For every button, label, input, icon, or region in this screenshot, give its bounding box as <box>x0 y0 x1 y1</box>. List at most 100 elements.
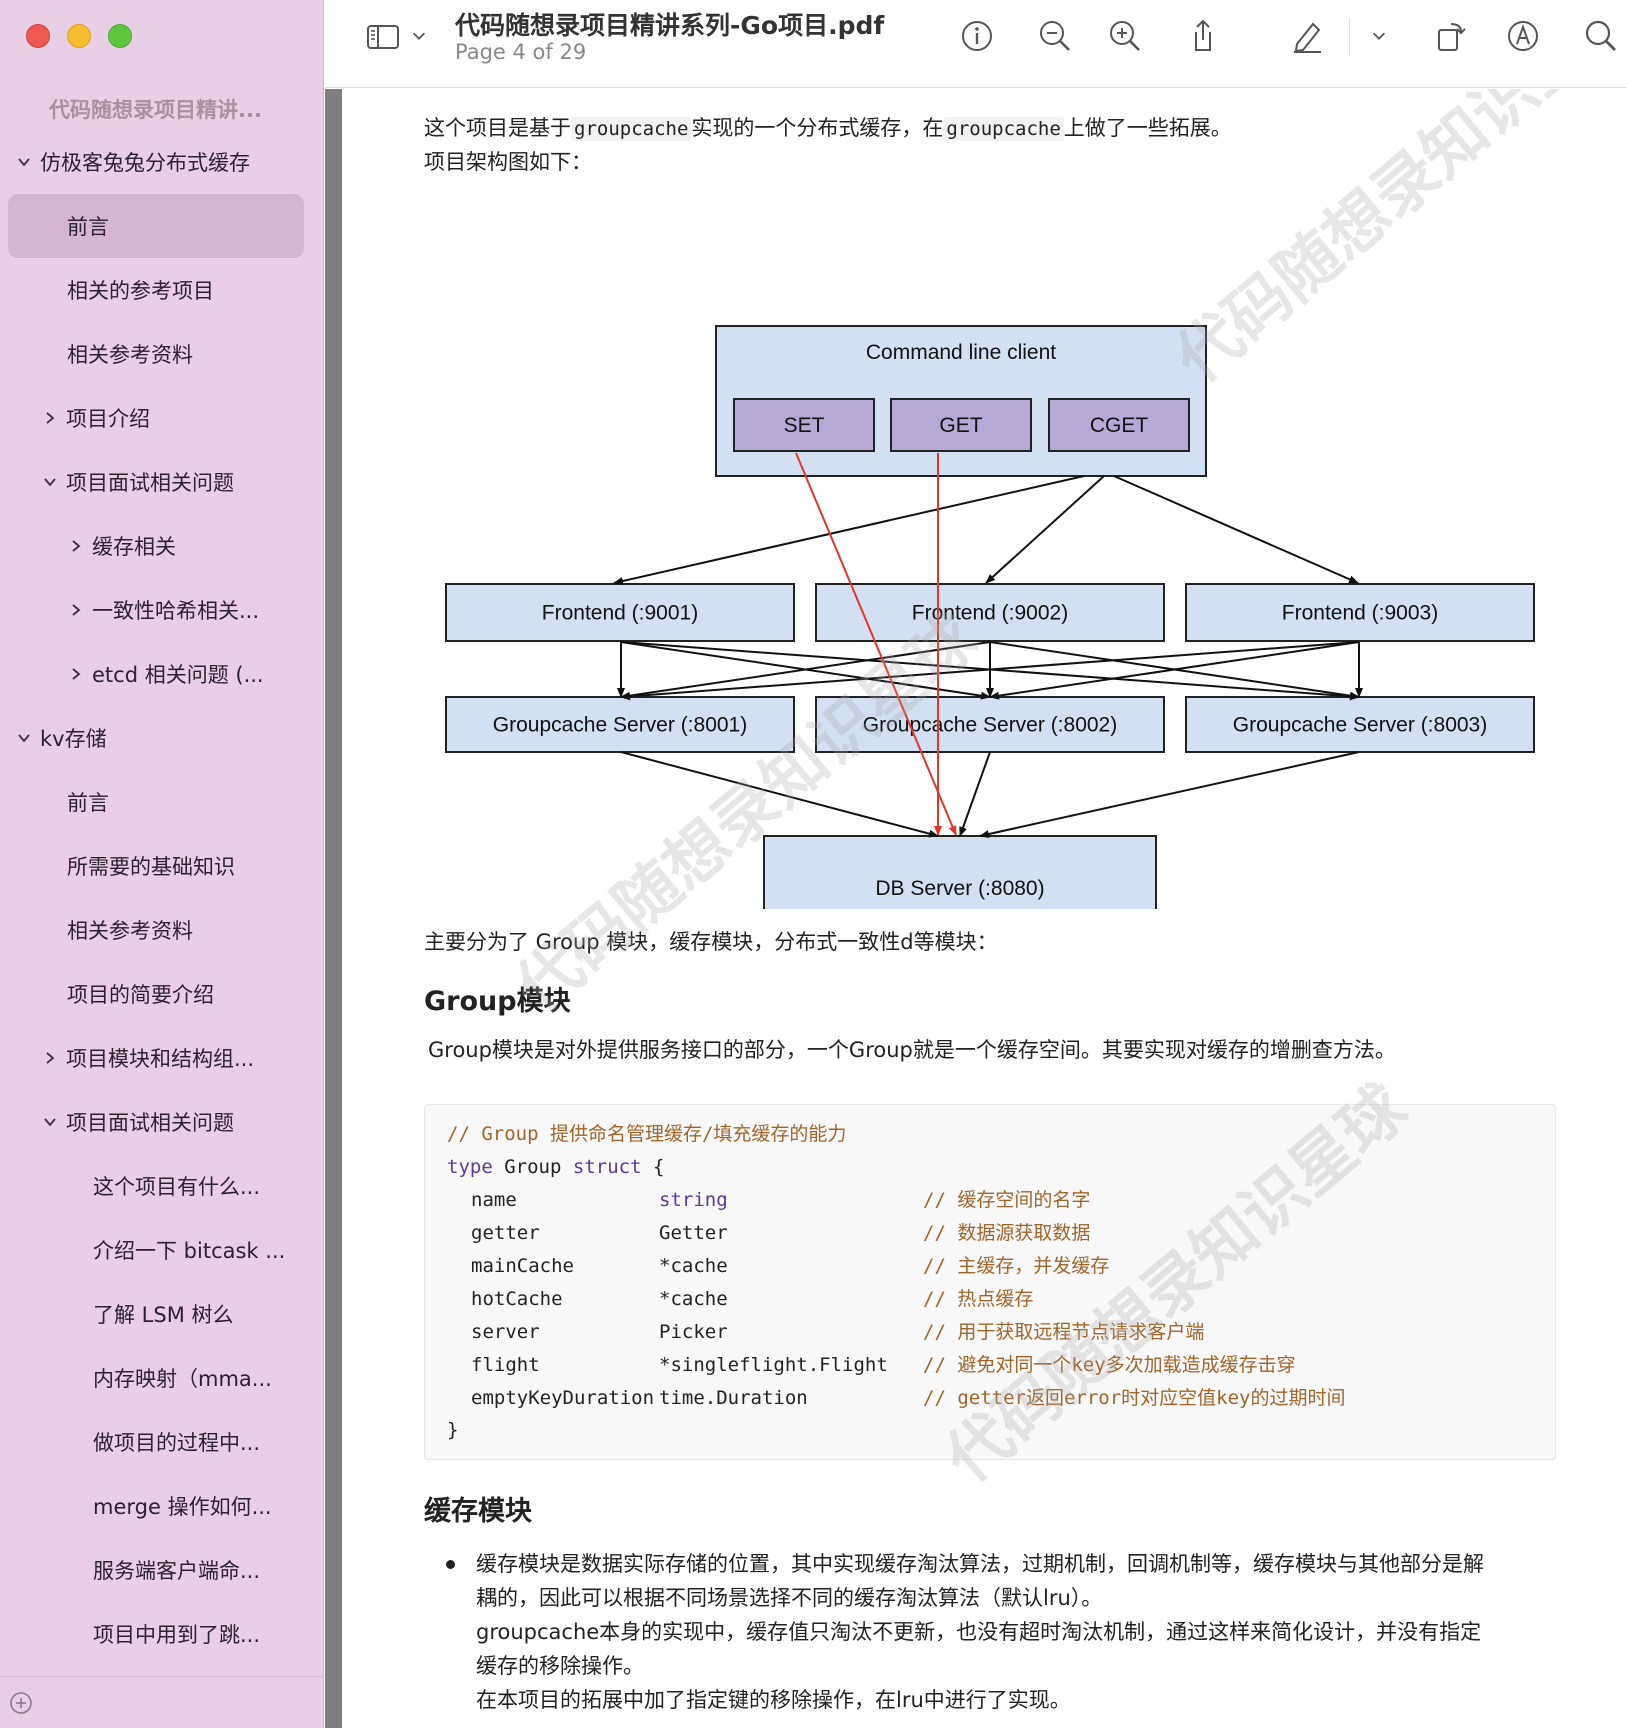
code-field-name: emptyKeyDuration <box>471 1387 655 1409</box>
chevron-down-icon[interactable] <box>40 1112 60 1132</box>
zoom-window-button[interactable] <box>108 24 132 48</box>
code-block[interactable]: // Group 提供命名管理缓存/填充缓存的能力 type Group str… <box>424 1104 1556 1460</box>
chevron-down-icon[interactable] <box>14 728 34 748</box>
inline-code: groupcache <box>943 117 1064 141</box>
chevron-right-icon[interactable] <box>66 536 86 556</box>
sidebar-item-label: 前言 <box>67 791 109 815</box>
sidebar-item-label: 内存映射（mma... <box>93 1367 272 1391</box>
code-field-type: *cache <box>659 1288 728 1310</box>
sidebar-item-label: 服务端客户端命... <box>93 1559 261 1583</box>
page-indicator: Page 4 of 29 <box>455 40 587 64</box>
sidebar-toggle-icon[interactable] <box>361 16 405 56</box>
bullet-text-line: 耦的，因此可以根据不同场景选择不同的缓存淘汰算法（默认lru）。 <box>476 1586 1103 1610</box>
minimize-window-button[interactable] <box>67 24 91 48</box>
toolbar-divider <box>1349 18 1350 56</box>
sidebar-item[interactable]: 项目面试相关问题 <box>0 450 323 514</box>
chevron-right-icon[interactable] <box>66 600 86 620</box>
sidebar-item[interactable]: 项目模块和结构组... <box>0 1026 323 1090</box>
groupcache-server-1-box <box>445 696 795 753</box>
chevron-right-icon[interactable] <box>66 664 86 684</box>
command-set-label: SET <box>784 414 825 437</box>
chevron-down-icon[interactable] <box>40 472 60 492</box>
db-server-label: DB Server (:8080) <box>875 877 1044 900</box>
markup-icon[interactable] <box>1503 16 1543 56</box>
sidebar-item[interactable]: 缓存相关 <box>0 514 323 578</box>
close-window-button[interactable] <box>26 24 50 48</box>
sidebar: 代码随想录项目精讲... 仿极客兔兔分布式缓存前言相关的参考项目相关参考资料项目… <box>0 0 324 1728</box>
groupcache-server-3-box <box>1185 696 1535 753</box>
client-to-frontend-arrows <box>613 475 1359 585</box>
sidebar-item[interactable]: 服务端客户端命... <box>0 1538 323 1602</box>
bullet-text-line: 缓存模块是数据实际存储的位置，其中实现缓存淘汰算法，过期机制，回调机制等，缓存模… <box>476 1552 1484 1576</box>
sidebar-item[interactable]: 仿极客兔兔分布式缓存 <box>0 130 323 194</box>
code-keyword: struct <box>572 1156 642 1178</box>
sidebar-document-title: 代码随想录项目精讲... <box>49 98 262 122</box>
code-struct-line: type Group struct { <box>447 1152 664 1182</box>
sidebar-item-label: 相关的参考项目 <box>67 279 214 303</box>
code-field-line: hotCache *cache // 热点缓存 <box>447 1284 1033 1314</box>
sidebar-item[interactable]: 相关参考资料 <box>0 322 323 386</box>
sidebar-item[interactable]: 项目中用到了跳... <box>0 1602 323 1666</box>
share-icon[interactable] <box>1183 16 1223 56</box>
sidebar-item[interactable]: merge 操作如何... <box>0 1474 323 1538</box>
sidebar-item[interactable]: 这个项目有什么... <box>0 1154 323 1218</box>
chevron-down-icon[interactable] <box>1367 16 1391 56</box>
code-field-comment: // getter返回error时对应空值key的过期时间 <box>923 1387 1346 1409</box>
sidebar-item[interactable]: 相关参考资料 <box>0 898 323 962</box>
arrow-client-frontend-1 <box>613 475 1085 585</box>
code-field-comment: // 缓存空间的名字 <box>923 1189 1091 1211</box>
sidebar-item[interactable]: 了解 LSM 树么 <box>0 1282 323 1346</box>
sidebar-item[interactable]: 项目的简要介绍 <box>0 962 323 1026</box>
code-field-type: Picker <box>659 1321 728 1343</box>
sidebar-item-label: 项目面试相关问题 <box>66 1111 234 1135</box>
info-icon[interactable] <box>957 16 997 56</box>
groupcache-server-2-box <box>815 696 1165 753</box>
code-struct-name: Group <box>504 1156 562 1178</box>
sidebar-item-label: kv存储 <box>40 727 107 751</box>
sidebar-item[interactable]: 前言 <box>0 194 323 258</box>
sidebar-item[interactable]: kv存储 <box>0 706 323 770</box>
sidebar-item[interactable]: 项目介绍 <box>0 386 323 450</box>
sidebar-item[interactable]: 一致性哈希相关... <box>0 578 323 642</box>
code-brace: { <box>652 1156 665 1178</box>
chevron-down-icon[interactable] <box>409 16 429 56</box>
sidebar-item[interactable]: 内存映射（mma... <box>0 1346 323 1410</box>
code-field-line: mainCache*cache// 主缓存，并发缓存 <box>447 1251 1109 1281</box>
rotate-icon[interactable] <box>1431 16 1471 56</box>
frontend-1-label: Frontend (:9001) <box>542 602 698 625</box>
list-item: 缓存模块是数据实际存储的位置，其中实现缓存淘汰算法，过期机制，回调机制等，缓存模… <box>444 1547 1564 1717</box>
arrow-gs3-db <box>979 751 1360 838</box>
code-field-comment: // 用于获取远程节点请求客户端 <box>923 1321 1205 1343</box>
chevron-right-icon[interactable] <box>40 408 60 428</box>
sidebar-item-label: 项目模块和结构组... <box>66 1047 255 1071</box>
toolbar: 代码随想录项目精讲系列-Go项目.pdf Page 4 of 29 <box>325 0 1626 88</box>
sidebar-item[interactable]: etcd 相关问题 (... <box>0 642 323 706</box>
outline-list: 仿极客兔兔分布式缓存前言相关的参考项目相关参考资料项目介绍项目面试相关问题缓存相… <box>0 130 323 1666</box>
chevron-down-icon[interactable] <box>14 152 34 172</box>
sidebar-item[interactable]: 项目面试相关问题 <box>0 1090 323 1154</box>
sidebar-item[interactable]: 所需要的基础知识 <box>0 834 323 898</box>
sidebar-item[interactable]: 介绍一下 bitcask ... <box>0 1218 323 1282</box>
frontend-1-box <box>445 583 795 642</box>
cache-heading: 缓存模块 <box>424 1496 532 1527</box>
zoom-out-icon[interactable] <box>1035 16 1075 56</box>
sidebar-item[interactable]: 前言 <box>0 770 323 834</box>
add-icon[interactable] <box>9 1691 33 1715</box>
sidebar-item-label: 这个项目有什么... <box>93 1175 261 1199</box>
search-icon[interactable] <box>1581 16 1621 56</box>
sidebar-item[interactable]: 相关的参考项目 <box>0 258 323 322</box>
zoom-in-icon[interactable] <box>1105 16 1145 56</box>
group-description: Group模块是对外提供服务接口的部分，一个Group就是一个缓存空间。其要实现… <box>428 1038 1396 1062</box>
highlight-pen-icon[interactable] <box>1287 16 1327 56</box>
code-field-comment: // 热点缓存 <box>923 1288 1034 1310</box>
sidebar-item[interactable]: 做项目的过程中... <box>0 1410 323 1474</box>
code-field-name: hotCache <box>471 1288 563 1310</box>
command-get-label: GET <box>939 414 982 437</box>
bullet-lines: 缓存模块是数据实际存储的位置，其中实现缓存淘汰算法，过期机制，回调机制等，缓存模… <box>476 1547 1564 1717</box>
chevron-right-icon[interactable] <box>40 1048 60 1068</box>
